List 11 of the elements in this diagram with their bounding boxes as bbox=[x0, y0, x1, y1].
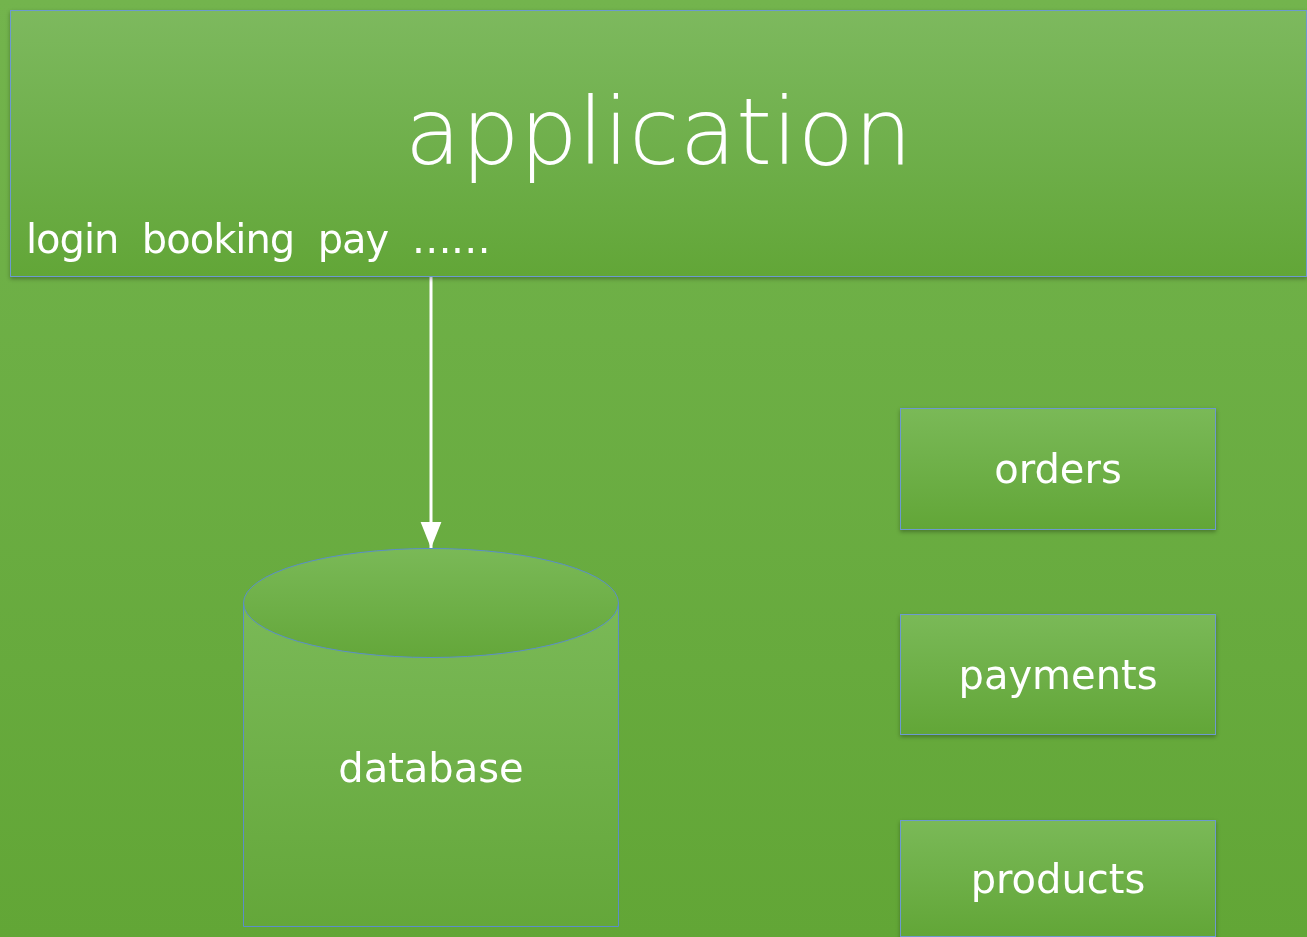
node-label: orders bbox=[994, 445, 1122, 493]
table-box bbox=[900, 408, 1216, 530]
table-box bbox=[900, 614, 1216, 735]
feature-list: login booking pay …… bbox=[26, 215, 490, 263]
node-label: payments bbox=[958, 650, 1158, 699]
arrow bbox=[420, 277, 442, 548]
node-label: products bbox=[970, 854, 1146, 903]
node-label: database bbox=[337, 744, 525, 792]
box-title: application bbox=[403, 83, 914, 183]
table-box bbox=[900, 820, 1216, 937]
application-box bbox=[10, 10, 1307, 277]
